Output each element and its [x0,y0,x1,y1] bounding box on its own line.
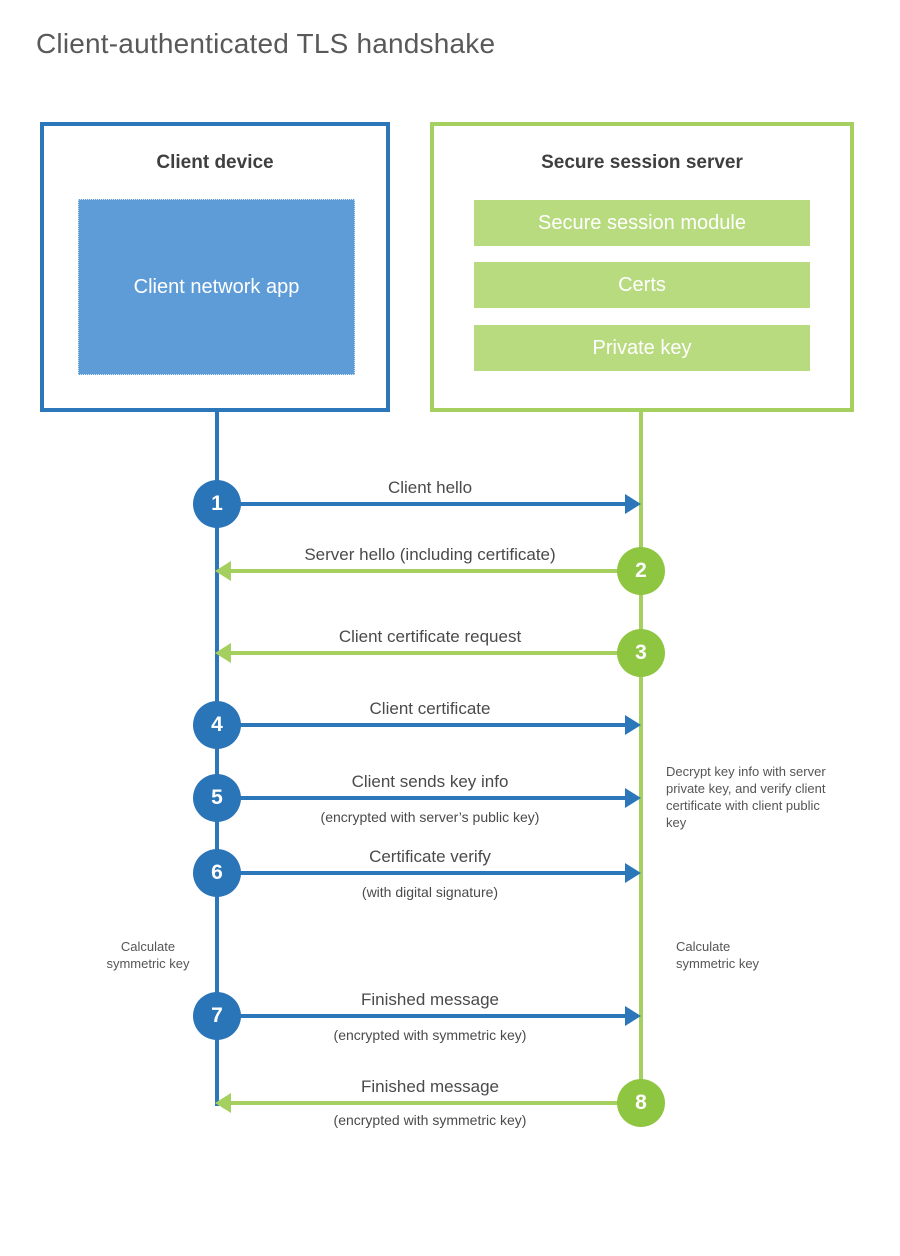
message-4-label: Client certificate [369,699,491,718]
message-7-subtext: (encrypted with symmetric key) [333,1027,527,1043]
step-circle-5: 5 [193,774,241,822]
message-1-arrowhead-icon [625,494,641,514]
server-lifeline [639,412,643,1103]
secure-session-server-heading: Secure session server [541,152,743,173]
message-8-label: Finished message [361,1077,499,1096]
message-2-arrow [230,569,641,573]
client-lifeline [215,412,219,1106]
client-network-app-box: Client network app [78,199,355,375]
page-title: Client-authenticated TLS handshake [36,28,496,59]
message-5-arrow [217,796,626,800]
client-device-heading: Client device [156,152,274,173]
message-8-arrow [230,1101,641,1105]
message-3-label: Client certificate request [338,627,522,646]
message-1-label: Client hello [387,478,473,497]
message-4-arrowhead-icon [625,715,641,735]
message-6-label: Certificate verify [369,847,491,866]
message-6-arrow [217,871,626,875]
note-decrypt-key-info: Decrypt key info with server private key… [666,764,826,830]
client-network-app-label: Client network app [133,276,300,298]
step-circle-8: 8 [617,1079,665,1127]
step-circle-6: 6 [193,849,241,897]
message-8-subtext: (encrypted with symmetric key) [333,1112,527,1128]
message-2-label: Server hello (including certificate) [304,545,556,564]
server-module-certs: Certs [474,262,810,308]
note-calculate-symmetric-key-right: Calculate symmetric key [676,939,760,971]
message-3-arrow [230,651,641,655]
step-circle-3: 3 [617,629,665,677]
message-7-arrowhead-icon [625,1006,641,1026]
message-4-arrow [217,723,626,727]
step-circle-7: 7 [193,992,241,1040]
server-module-secure-session: Secure session module [474,200,810,246]
step-circle-1: 1 [193,480,241,528]
message-3-arrowhead-icon [215,643,231,663]
message-6-subtext: (with digital signature) [361,884,499,900]
message-2-arrowhead-icon [215,561,231,581]
message-8-arrowhead-icon [215,1093,231,1113]
message-1-arrow [217,502,626,506]
note-calculate-symmetric-key-left: Calculate symmetric key [106,939,190,971]
message-7-arrow [217,1014,626,1018]
step-circle-4: 4 [193,701,241,749]
message-5-arrowhead-icon [625,788,641,808]
step-circle-2: 2 [617,547,665,595]
message-6-arrowhead-icon [625,863,641,883]
secure-session-server-box: Secure session server Secure session mod… [430,122,854,412]
message-7-label: Finished message [361,990,499,1009]
client-device-box: Client device Client network app [40,122,390,412]
message-5-subtext: (encrypted with server’s public key) [320,809,540,825]
message-5-label: Client sends key info [351,772,509,791]
server-module-private-key: Private key [474,325,810,371]
